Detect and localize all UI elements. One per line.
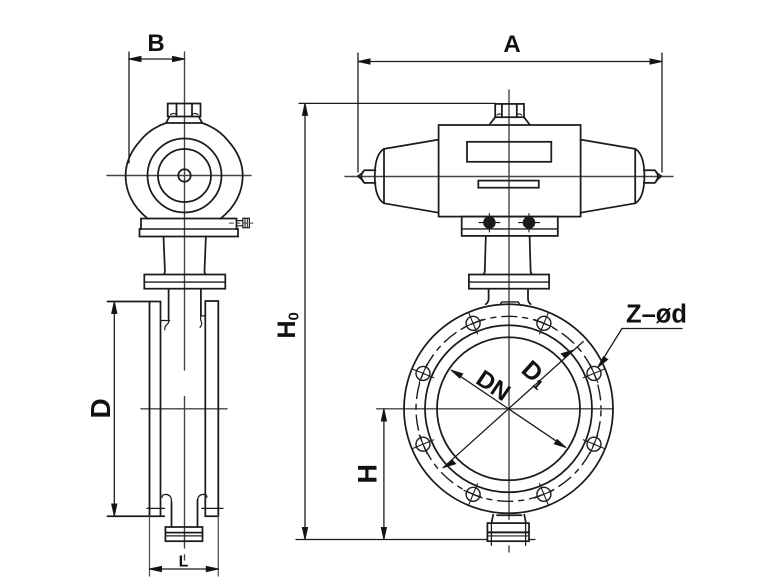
svg-text:L: L: [179, 554, 189, 571]
svg-text:A: A: [503, 31, 520, 58]
svg-text:D: D: [85, 398, 116, 418]
svg-text:B: B: [147, 30, 164, 57]
svg-text:Z–ød: Z–ød: [626, 300, 687, 328]
svg-text:D1: D1: [516, 355, 554, 393]
svg-text:H: H: [353, 464, 383, 484]
svg-text:H0: H0: [273, 312, 303, 338]
